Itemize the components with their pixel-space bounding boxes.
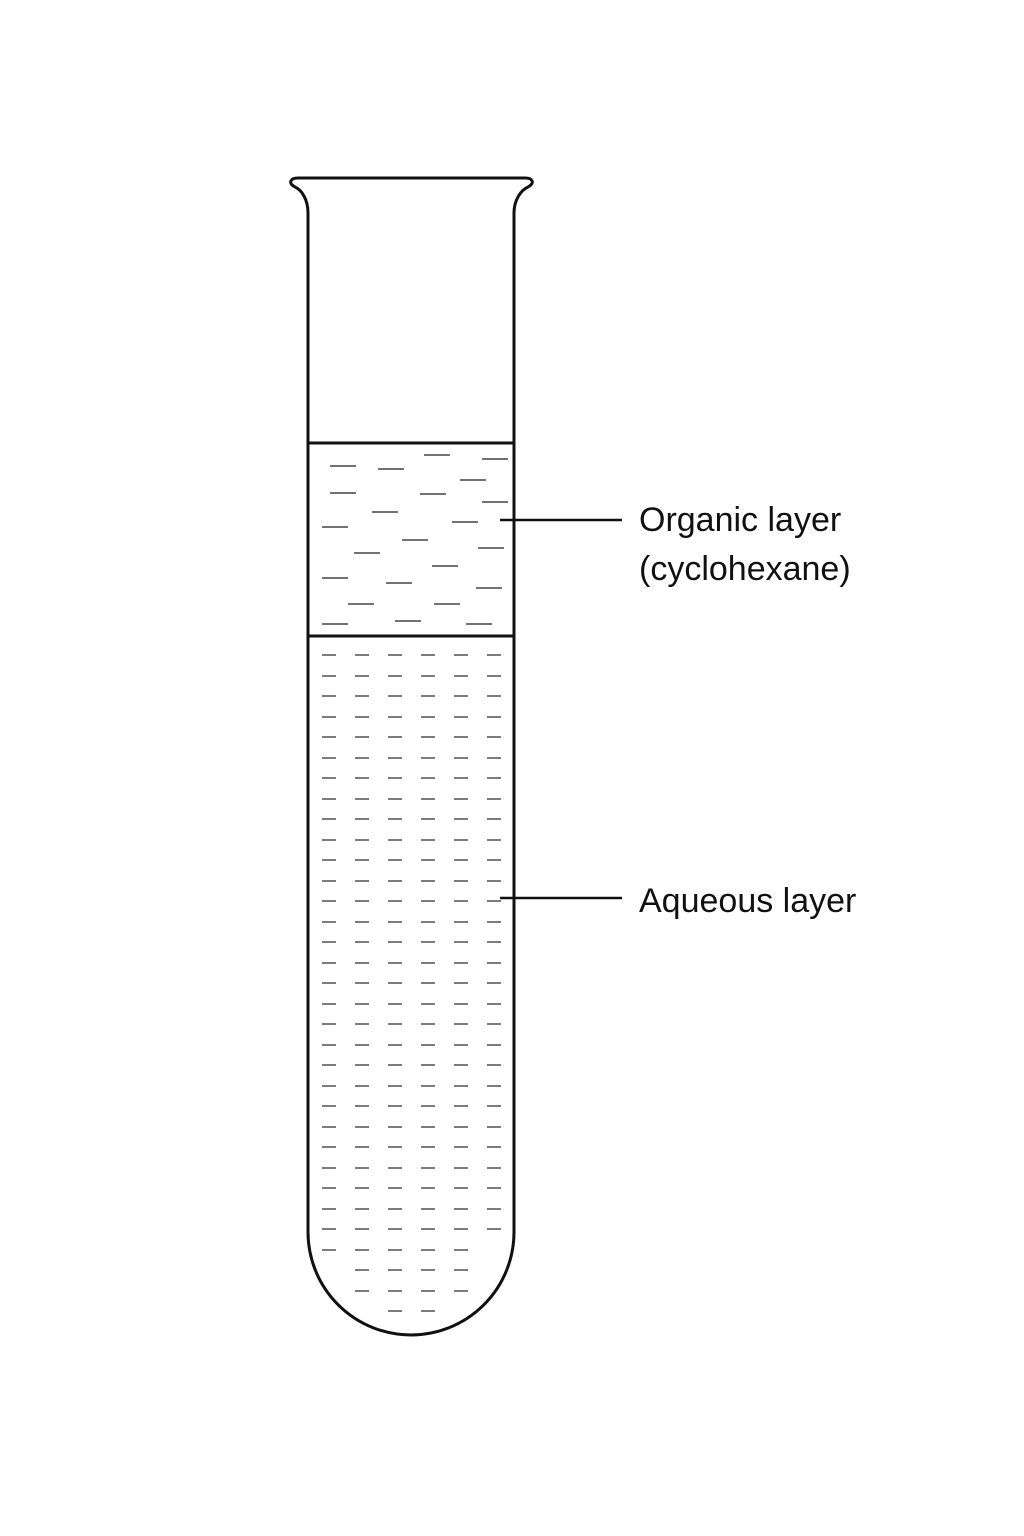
organic-layer-hatching [322,454,508,625]
aqueous-layer-label: Aqueous layer [639,882,856,920]
aqueous-layer-hatching [322,654,501,1312]
organic-layer-solvent-label: (cyclohexane) [639,550,851,588]
test-tube-outline [289,176,534,1337]
organic-layer-label: Organic layer [639,501,841,539]
